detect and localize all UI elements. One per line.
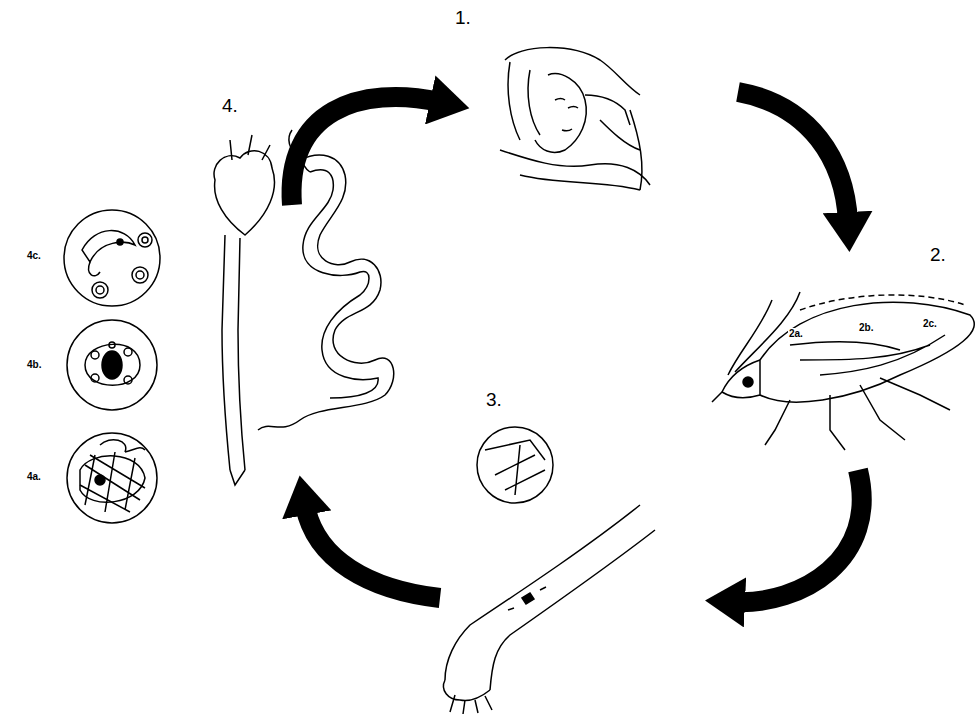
heart-and-intestine	[214, 130, 394, 485]
callout-number: 4c.	[26, 250, 42, 261]
callout-number: 2.	[930, 245, 946, 266]
callout-number: 4.	[222, 96, 238, 117]
callout-number: 2b.	[858, 322, 874, 333]
callout-number: 3.	[486, 390, 502, 411]
callout-number: 4b.	[26, 359, 42, 370]
sleeping-person	[500, 48, 650, 190]
callout-number: 4a.	[26, 471, 42, 482]
bite-arm	[443, 427, 655, 714]
callout-number: 1.	[455, 8, 471, 29]
parasite-insets	[64, 210, 160, 523]
triatomine-bug	[712, 292, 974, 450]
callout-number: 2a.	[788, 328, 804, 339]
callout-number: 2c.	[922, 318, 938, 329]
